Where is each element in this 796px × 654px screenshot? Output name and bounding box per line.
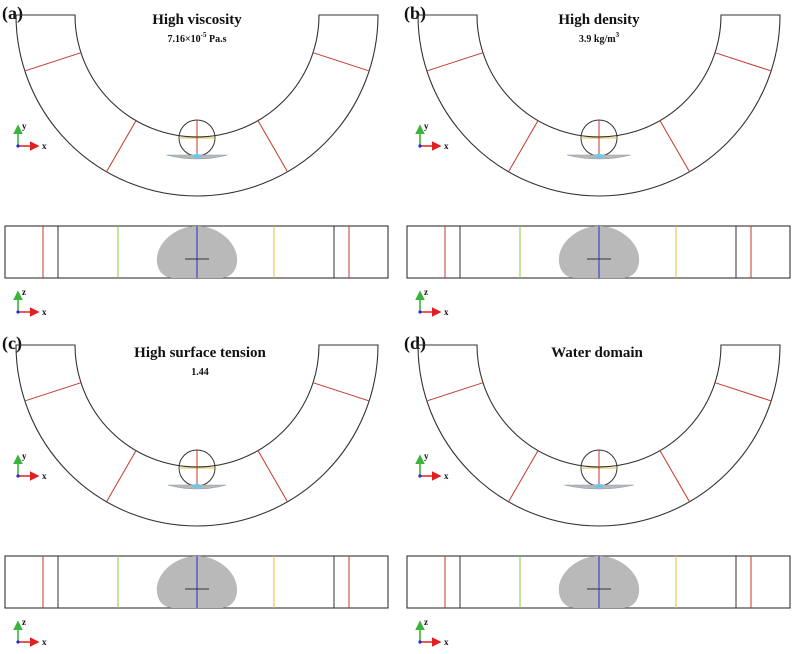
channel-marker-line <box>257 450 288 503</box>
x-axis-label: x <box>42 471 47 481</box>
panel-d-title: Water domain <box>551 345 643 361</box>
channel-marker-line <box>659 120 690 173</box>
panel-c-xz-axis-icon: zx <box>13 617 47 647</box>
droplet-contact-spot <box>594 154 604 158</box>
panel-d-top-view <box>417 344 781 527</box>
annular-channel-outline <box>15 14 379 197</box>
axis-origin <box>418 640 422 644</box>
y-axis-label: y <box>22 121 27 131</box>
channel-marker-line <box>714 382 772 402</box>
panel-c: (c) High surface tension 1.44 yx zx <box>2 333 389 647</box>
panel-b: (b) High density 3.9 kg/m3 yx zx <box>404 3 791 317</box>
y-axis-label: y <box>22 451 27 461</box>
axis-origin <box>16 474 20 478</box>
panel-c-label: (c) <box>2 333 22 354</box>
panel-c-xy-axis-icon: yx <box>13 451 47 481</box>
channel-marker-line <box>508 450 539 503</box>
z-axis-label: z <box>424 617 428 627</box>
axis-origin <box>418 144 422 148</box>
y-axis-label: y <box>424 451 429 461</box>
panel-c-side-view <box>4 555 389 609</box>
panel-c-top-view <box>15 344 379 527</box>
droplet-contact-spot <box>192 154 202 158</box>
channel-marker-line <box>312 52 370 72</box>
channel-marker-line <box>24 382 82 402</box>
x-axis-label: x <box>42 141 47 151</box>
x-axis-label: x <box>444 637 449 647</box>
x-axis-label: x <box>42 307 47 317</box>
panel-a-title: High viscosity <box>152 12 242 28</box>
panel-d-side-view <box>406 555 791 609</box>
annular-channel-outline <box>15 344 379 527</box>
channel-marker-line <box>257 120 288 173</box>
z-axis-label: z <box>22 617 26 627</box>
panel-a-top-view <box>15 14 379 197</box>
panel-c-title: High surface tension <box>134 345 266 361</box>
droplet-contact-spot <box>594 484 604 488</box>
axis-origin <box>16 144 20 148</box>
axis-origin <box>418 474 422 478</box>
panel-d-label: (d) <box>404 333 426 354</box>
panel-a-label: (a) <box>2 3 23 24</box>
panel-a-subtitle: 7.16×10-5 Pa.s <box>167 31 226 45</box>
panel-b-xy-axis-icon: yx <box>415 121 449 151</box>
z-axis-label: z <box>22 287 26 297</box>
annular-channel-outline <box>417 344 781 527</box>
panel-c-subtitle: 1.44 <box>191 367 209 378</box>
panel-a-side-view <box>4 225 389 279</box>
x-axis-label: x <box>444 471 449 481</box>
channel-marker-line <box>659 450 690 503</box>
channel-marker-line <box>426 52 484 72</box>
channel-marker-line <box>24 52 82 72</box>
panel-b-title: High density <box>558 12 640 28</box>
panel-a: (a) High viscosity 7.16×10-5 Pa.s yx zx <box>2 3 389 317</box>
panel-a-xz-axis-icon: zx <box>13 287 47 317</box>
channel-marker-line <box>508 120 539 173</box>
channel-marker-line <box>426 382 484 402</box>
x-axis-label: x <box>42 637 47 647</box>
panel-d: (d) Water domain yx zx <box>404 333 791 647</box>
droplet-contact-spot <box>192 484 202 488</box>
annular-channel-outline <box>417 14 781 197</box>
z-axis-label: z <box>424 287 428 297</box>
axis-origin <box>16 310 20 314</box>
channel-marker-line <box>312 382 370 402</box>
panel-b-subtitle: 3.9 kg/m3 <box>579 31 620 45</box>
channel-marker-line <box>714 52 772 72</box>
panel-b-side-view <box>406 225 791 279</box>
x-axis-label: x <box>444 141 449 151</box>
panel-d-xz-axis-icon: zx <box>415 617 449 647</box>
axis-origin <box>16 640 20 644</box>
panel-b-label: (b) <box>404 3 426 24</box>
axis-origin <box>418 310 422 314</box>
channel-marker-line <box>106 120 137 173</box>
y-axis-label: y <box>424 121 429 131</box>
panel-d-xy-axis-icon: yx <box>415 451 449 481</box>
panel-b-xz-axis-icon: zx <box>415 287 449 317</box>
panel-b-top-view <box>417 14 781 197</box>
panel-a-xy-axis-icon: yx <box>13 121 47 151</box>
channel-marker-line <box>106 450 137 503</box>
x-axis-label: x <box>444 307 449 317</box>
